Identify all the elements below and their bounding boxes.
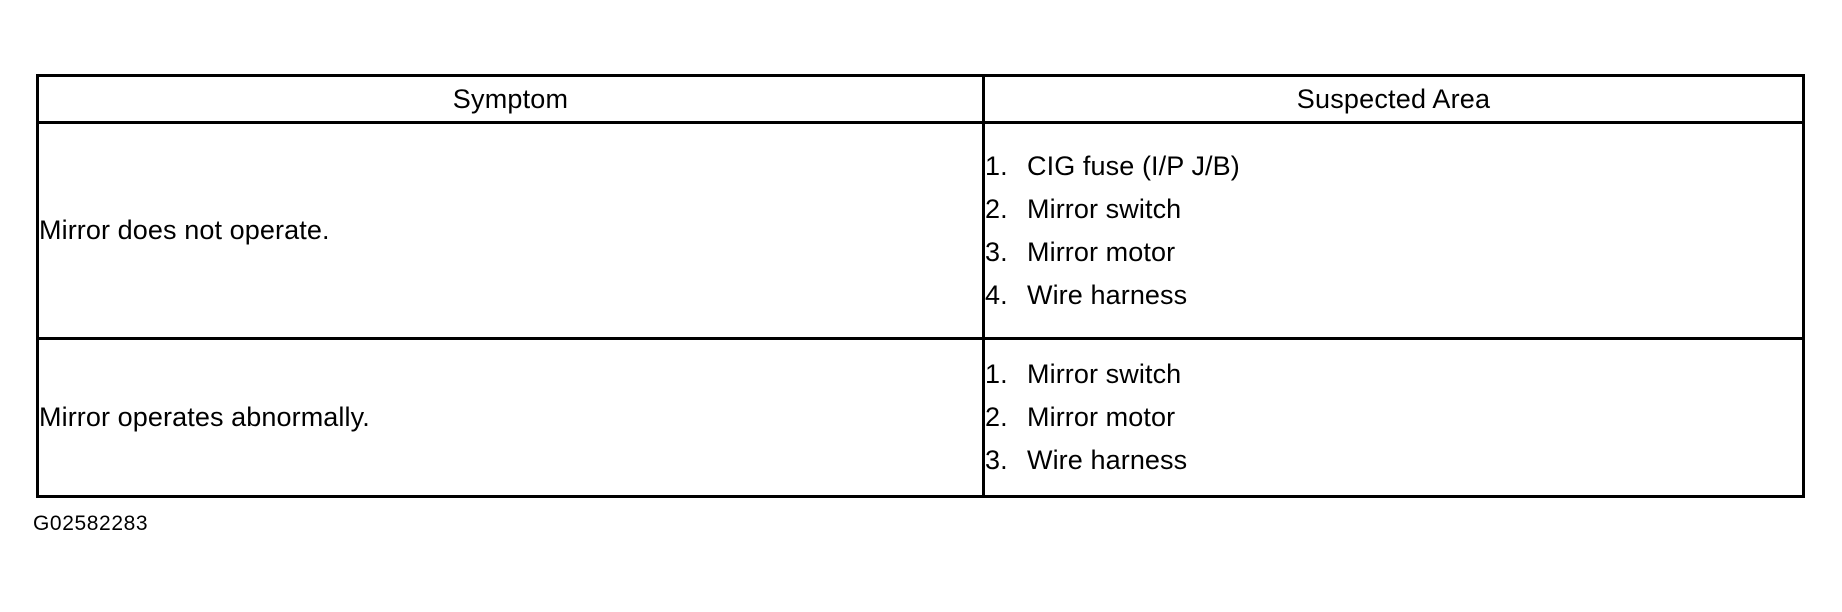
list-item-number: 4.	[985, 279, 1008, 310]
list-item: 3. Mirror motor	[985, 231, 1802, 274]
list-item: 2. Mirror switch	[985, 188, 1802, 231]
list-item: 4. Wire harness	[985, 274, 1802, 317]
table-body: Mirror does not operate. 1. CIG fuse (I/P…	[36, 121, 1805, 498]
table-header-row: Symptom Suspected Area	[36, 74, 1805, 124]
list-item-number: 1.	[985, 359, 1008, 389]
symptom-cell: Mirror operates abnormally.	[36, 337, 985, 498]
suspected-area-list: 1. CIG fuse (I/P J/B) 2. Mirror switch 3. M…	[985, 145, 1802, 317]
symptom-text: Mirror does not operate.	[39, 215, 330, 245]
list-item-label: Mirror switch	[1027, 193, 1182, 224]
list-item-label: Wire harness	[1027, 445, 1188, 475]
figure-id: G02582283	[33, 512, 149, 535]
column-header-symptom: Symptom	[36, 74, 985, 124]
column-header-suspected-area: Suspected Area	[982, 74, 1805, 124]
symptom-suspected-area-table: Symptom Suspected Area Mirror does not o…	[36, 74, 1805, 498]
list-item-label: CIG fuse (I/P J/B)	[1027, 150, 1240, 181]
list-item-label: Mirror motor	[1027, 402, 1176, 432]
list-item-label: Mirror motor	[1027, 236, 1176, 267]
list-item-label: Mirror switch	[1027, 359, 1182, 389]
table-header: Symptom Suspected Area	[36, 74, 1805, 124]
list-item: 2. Mirror motor	[985, 396, 1802, 439]
column-header-symptom-label: Symptom	[452, 84, 569, 114]
suspected-area-cell: 1. CIG fuse (I/P J/B) 2. Mirror switch 3. M…	[982, 121, 1805, 340]
list-item: 3. Wire harness	[985, 439, 1802, 482]
list-item-number: 3.	[985, 445, 1008, 475]
symptom-cell: Mirror does not operate.	[36, 121, 985, 340]
list-item-number: 1.	[985, 150, 1008, 181]
suspected-area-cell: 1. Mirror switch 2. Mirror motor 3. Wire ha…	[982, 337, 1805, 498]
table-row: Mirror does not operate. 1. CIG fuse (I/P…	[36, 121, 1805, 340]
list-item-label: Wire harness	[1027, 279, 1188, 310]
list-item-number: 3.	[985, 236, 1008, 267]
suspected-area-list: 1. Mirror switch 2. Mirror motor 3. Wire ha…	[985, 353, 1802, 482]
list-item: 1. Mirror switch	[985, 353, 1802, 396]
list-item-number: 2.	[985, 193, 1008, 224]
table-row: Mirror operates abnormally. 1. Mirror swi…	[36, 337, 1805, 498]
list-item-number: 2.	[985, 402, 1008, 432]
symptom-text: Mirror operates abnormally.	[39, 402, 370, 432]
list-item: 1. CIG fuse (I/P J/B)	[985, 145, 1802, 188]
column-header-suspected-area-label: Suspected Area	[1296, 84, 1491, 114]
